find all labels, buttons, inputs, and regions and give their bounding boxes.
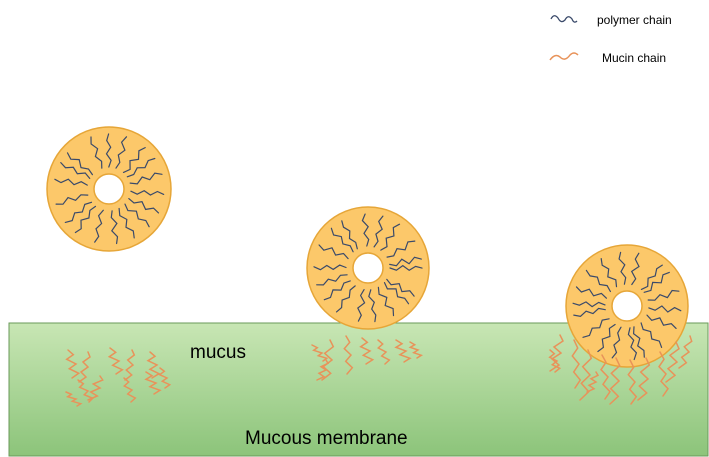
- mucin-chain-legend-label: Mucin chain: [602, 51, 666, 65]
- nanoparticle-2: [307, 207, 429, 329]
- nanoparticle-1: [47, 127, 171, 251]
- polymer-chain-legend-label: polymer chain: [597, 13, 672, 27]
- mucous-membrane-label: Mucous membrane: [245, 428, 408, 449]
- mucus-label: mucus: [190, 342, 246, 363]
- nanoparticle-3: [566, 245, 688, 367]
- particle-core: [353, 253, 383, 283]
- polymer-chain-legend-icon: [551, 16, 577, 22]
- mucin-chain-legend-icon: [550, 53, 578, 60]
- particle-core: [612, 291, 642, 321]
- particle-core: [94, 174, 124, 204]
- legend: polymer chain Mucin chain: [550, 13, 672, 65]
